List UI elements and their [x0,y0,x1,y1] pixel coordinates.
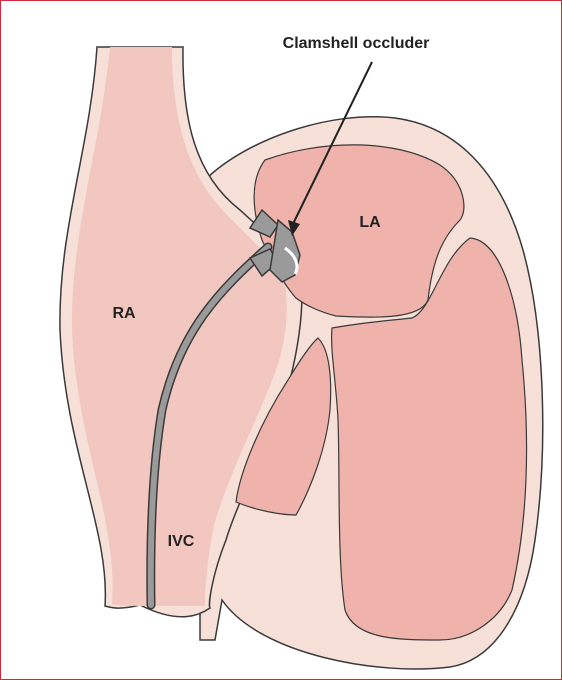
callout-label: Clamshell occluder [283,35,430,52]
label-ra: RA [112,305,136,322]
label-ivc: IVC [168,533,195,550]
label-la: LA [359,214,381,231]
